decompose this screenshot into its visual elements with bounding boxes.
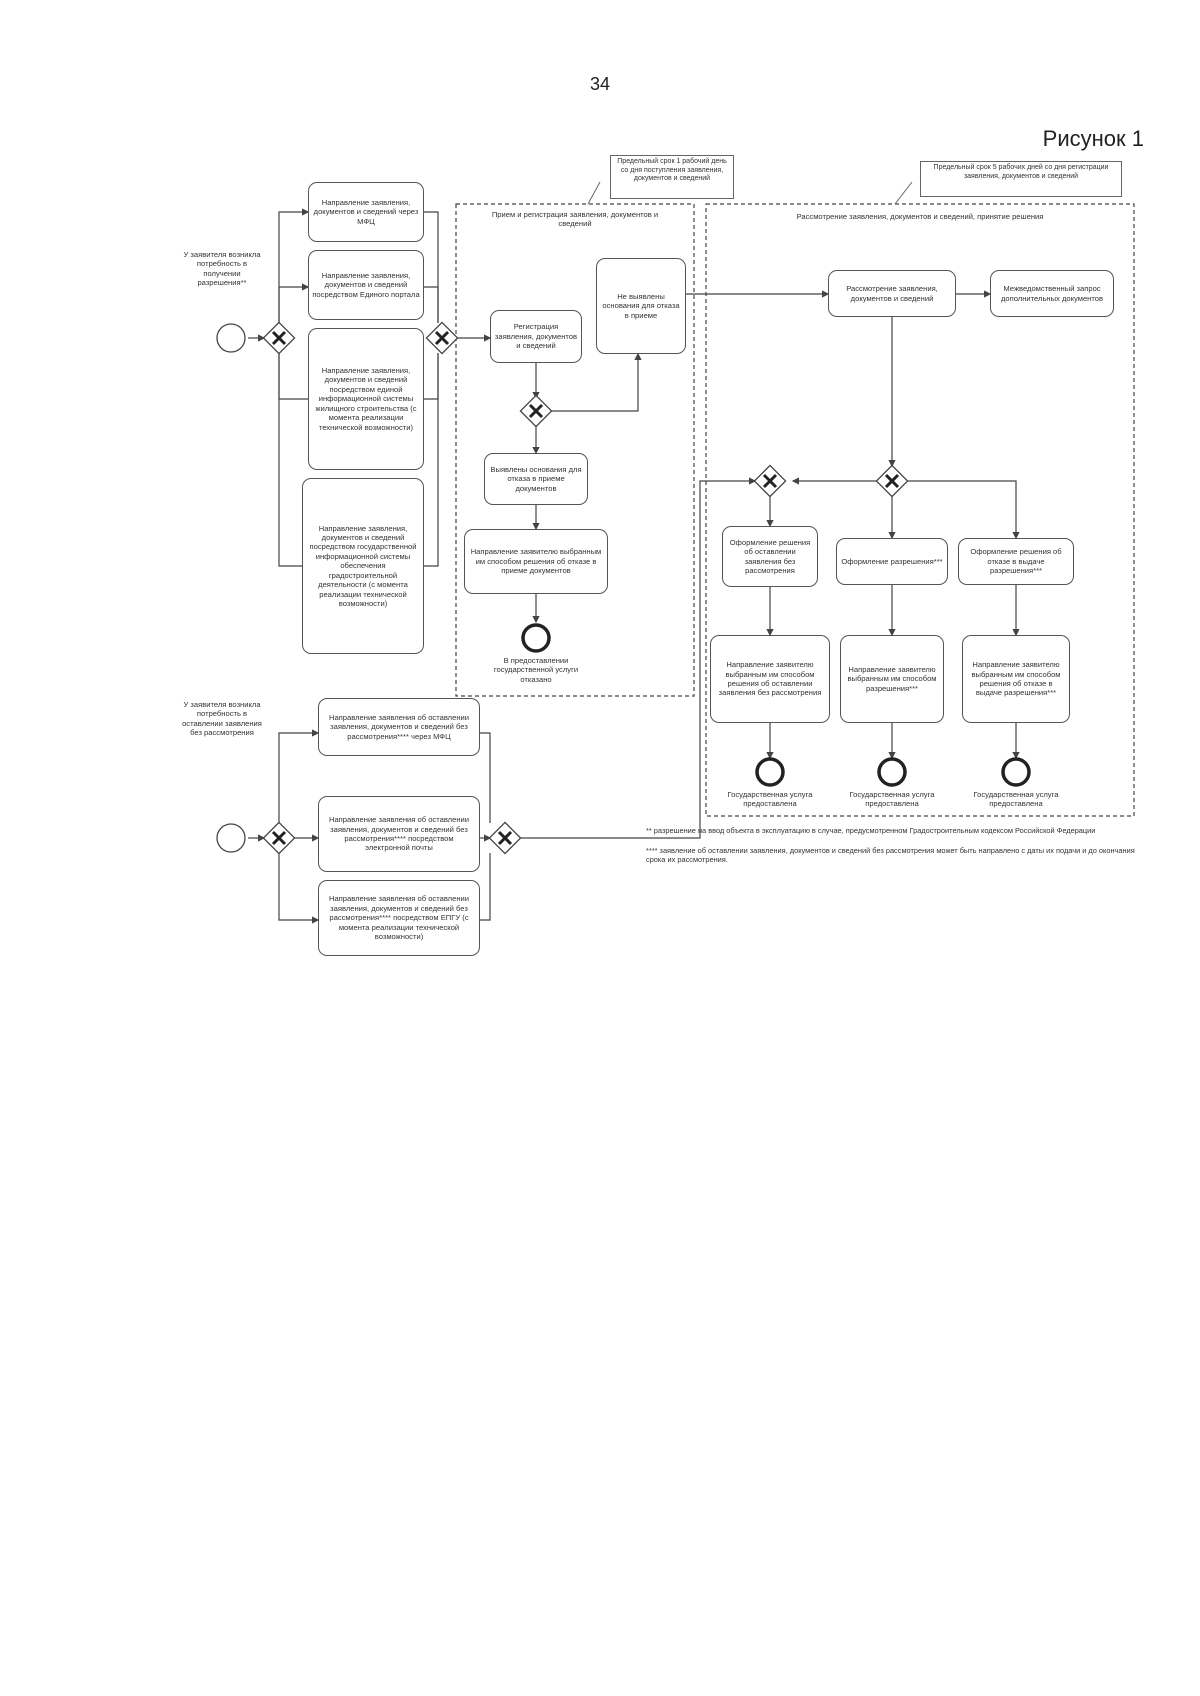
task-send-refusal: Направление заявителю выбранным им спосо… — [464, 529, 608, 594]
start-label-permit: У заявителя возникла потребность в получ… — [183, 250, 261, 288]
task-withdraw-epgu: Направление заявления об оставлении заяв… — [318, 880, 480, 956]
task-grounds-found: Выявлены основания для отказа в приеме д… — [484, 453, 588, 505]
gateway-split-1 — [262, 321, 296, 355]
footnote-2: **** заявление об оставлении заявления, … — [646, 846, 1135, 865]
task-withdraw-email: Направление заявления об оставлении заяв… — [318, 796, 480, 872]
task-send-permit: Направление заявителю выбранным им спосо… — [840, 635, 944, 723]
task-send-unreviewed: Направление заявителю выбранным им спосо… — [710, 635, 830, 723]
lane-review-frame — [705, 203, 1135, 817]
task-refuse-permit: Оформление решения об отказе в выдаче ра… — [958, 538, 1074, 585]
gateway-merge-2 — [753, 464, 787, 498]
end-label-2: Государственная услуга предоставлена — [849, 790, 935, 809]
lane-review-title: Рассмотрение заявления, документов и све… — [796, 212, 1044, 221]
footnote-1: ** разрешение на ввод объекта в эксплуат… — [646, 826, 1096, 835]
task-submit-eisjs: Направление заявления, документов и свед… — [308, 328, 424, 470]
start-event-permit — [216, 323, 246, 353]
end-label-refused: В предоставлении государственной услуги … — [493, 656, 579, 684]
end-event-3 — [1001, 757, 1031, 787]
end-event-refused — [521, 623, 551, 653]
task-review: Рассмотрение заявления, документов и све… — [828, 270, 956, 317]
task-registration: Регистрация заявления, документов и свед… — [490, 310, 582, 363]
gateway-check — [519, 394, 553, 428]
end-event-1 — [755, 757, 785, 787]
end-label-3: Государственная услуга предоставлена — [973, 790, 1059, 809]
task-submit-mfc: Направление заявления, документов и свед… — [308, 182, 424, 242]
task-submit-gisogd: Направление заявления, документов и свед… — [302, 478, 424, 654]
lane-reception-frame — [455, 203, 695, 697]
lane-reception-title: Прием и регистрация заявления, документо… — [491, 210, 659, 229]
task-withdraw-mfc: Направление заявления об оставлении заяв… — [318, 698, 480, 756]
gateway-merge-1 — [425, 321, 459, 355]
gateway-split-2 — [262, 821, 296, 855]
start-label-withdrawal: У заявителя возникла потребность в остав… — [182, 700, 262, 738]
time-limit-note-2: Предельный срок 5 рабочих дней со дня ре… — [920, 161, 1122, 197]
gateway-decision — [875, 464, 909, 498]
figure-label: Рисунок 1 — [1042, 126, 1144, 151]
task-issue-permit: Оформление разрешения*** — [836, 538, 948, 585]
end-event-2 — [877, 757, 907, 787]
gateway-merge-3 — [488, 821, 522, 855]
time-limit-note-1: Предельный срок 1 рабочий день со дня по… — [610, 155, 734, 199]
task-no-grounds: Не выявлены основания для отказа в прием… — [596, 258, 686, 354]
end-label-1: Государственная услуга предоставлена — [727, 790, 813, 809]
task-leave-unreviewed: Оформление решения об оставлении заявлен… — [722, 526, 818, 587]
task-submit-portal: Направление заявления, документов и свед… — [308, 250, 424, 320]
task-send-refuse-permit: Направление заявителю выбранным им спосо… — [962, 635, 1070, 723]
page-number: 34 — [589, 74, 611, 94]
start-event-withdrawal — [216, 823, 246, 853]
task-interagency-request: Межведомственный запрос дополнительных д… — [990, 270, 1114, 317]
